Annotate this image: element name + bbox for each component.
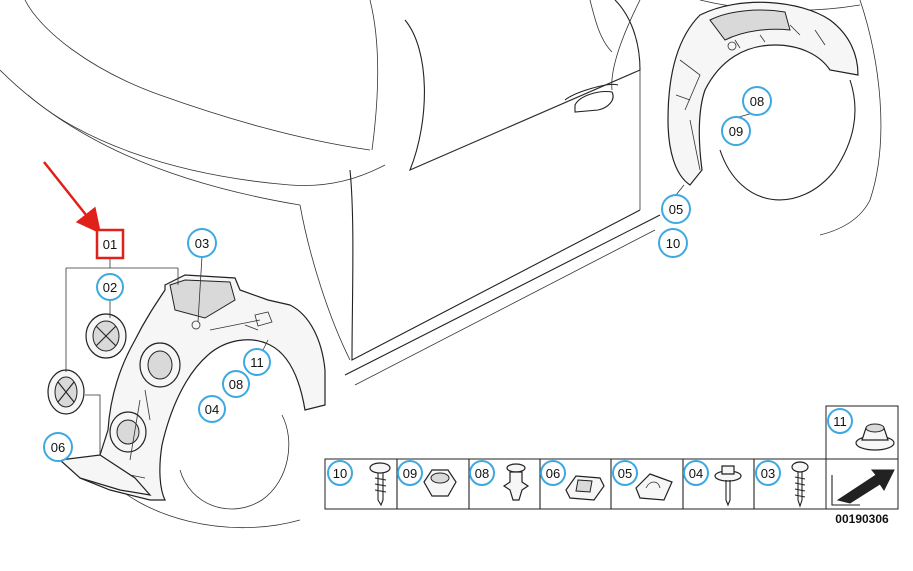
svg-text:11: 11 bbox=[833, 414, 847, 429]
rear-wheel-arch-liner bbox=[667, 1, 859, 186]
svg-text:05: 05 bbox=[618, 466, 632, 481]
part-01-label[interactable]: 01 bbox=[95, 228, 125, 260]
tapping-screw-icon bbox=[791, 461, 809, 508]
hardware-cell-03[interactable]: 03 bbox=[755, 460, 781, 486]
callout-11[interactable]: 11 bbox=[243, 348, 271, 376]
callout-08[interactable]: 08 bbox=[222, 370, 250, 398]
svg-text:09: 09 bbox=[729, 124, 743, 139]
callout-rear-08[interactable]: 08 bbox=[742, 86, 772, 116]
part-01-bracket bbox=[65, 258, 179, 455]
hardware-cell-04[interactable]: 04 bbox=[683, 460, 709, 486]
callout-rear-05[interactable]: 05 bbox=[661, 194, 691, 224]
hardware-cell-09[interactable]: 09 bbox=[397, 460, 423, 486]
expansion-rivet-icon bbox=[502, 463, 530, 501]
svg-text:02: 02 bbox=[103, 280, 117, 295]
parts-diagram-code: 00190306 bbox=[835, 512, 889, 526]
hardware-cell-10[interactable]: 10 bbox=[327, 460, 353, 486]
callout-03[interactable]: 03 bbox=[187, 228, 217, 258]
hardware-cell-08[interactable]: 08 bbox=[469, 460, 495, 486]
svg-text:04: 04 bbox=[205, 402, 219, 417]
front-wheel-arch-liner bbox=[58, 274, 326, 501]
grommet-part-02-upper bbox=[85, 313, 127, 359]
callout-06[interactable]: 06 bbox=[43, 432, 73, 462]
svg-text:03: 03 bbox=[761, 466, 775, 481]
svg-text:10: 10 bbox=[666, 236, 680, 251]
direction-arrow-icon bbox=[831, 469, 895, 506]
spring-nut-icon bbox=[565, 475, 605, 501]
callout-rear-09[interactable]: 09 bbox=[721, 116, 751, 146]
svg-text:08: 08 bbox=[229, 377, 243, 392]
washer-bolt-icon bbox=[714, 465, 742, 507]
red-pointer-arrow bbox=[43, 161, 102, 234]
svg-text:04: 04 bbox=[689, 466, 703, 481]
hardware-cell-06[interactable]: 06 bbox=[540, 460, 566, 486]
svg-text:11: 11 bbox=[250, 355, 264, 370]
grommet-part-02-lower bbox=[47, 369, 85, 415]
svg-text:06: 06 bbox=[51, 440, 65, 455]
svg-text:09: 09 bbox=[403, 466, 417, 481]
svg-text:01: 01 bbox=[103, 237, 117, 252]
svg-text:05: 05 bbox=[669, 202, 683, 217]
svg-text:03: 03 bbox=[195, 236, 209, 251]
car-body-outline bbox=[0, 0, 882, 529]
clip-icon bbox=[635, 473, 673, 501]
svg-text:10: 10 bbox=[333, 466, 347, 481]
hardware-cell-11[interactable]: 11 bbox=[827, 408, 853, 434]
callout-04[interactable]: 04 bbox=[198, 395, 226, 423]
svg-text:06: 06 bbox=[546, 466, 560, 481]
svg-text:08: 08 bbox=[750, 94, 764, 109]
hardware-table bbox=[324, 405, 899, 510]
screw-icon bbox=[369, 462, 391, 507]
svg-text:08: 08 bbox=[475, 466, 489, 481]
callout-rear-10[interactable]: 10 bbox=[658, 228, 688, 258]
callout-02[interactable]: 02 bbox=[96, 273, 124, 301]
hardware-cell-05[interactable]: 05 bbox=[612, 460, 638, 486]
flange-nut-icon bbox=[855, 423, 895, 451]
hex-nut-icon bbox=[423, 469, 457, 497]
